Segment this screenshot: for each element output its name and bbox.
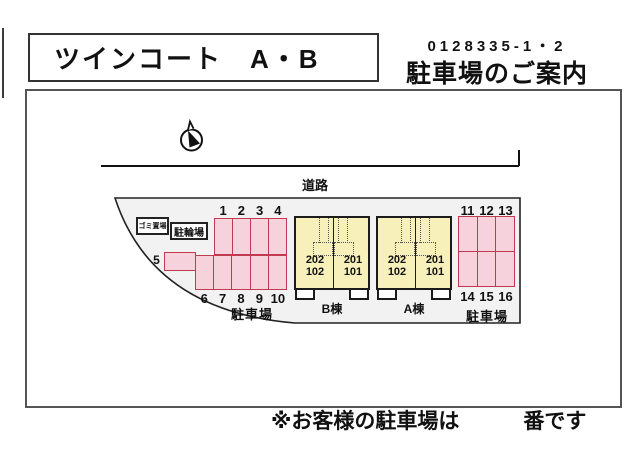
space-number-12: 12: [479, 203, 494, 218]
stair-icon: [395, 242, 415, 256]
unit-divider: [414, 218, 416, 288]
parking-space: [496, 217, 514, 251]
space-number-9: 9: [255, 291, 264, 306]
parking-block-1-4: [214, 218, 287, 255]
left-parking-bottom-numbers: 6 7 8 9 10: [195, 291, 287, 306]
building-a-label: A棟: [403, 302, 425, 316]
building-a: 202 102 201 101: [376, 216, 452, 290]
note-suffix: 番です: [523, 410, 587, 433]
garbage-area-label: ゴミ置場: [138, 223, 167, 230]
parking-space: [251, 256, 269, 289]
parking-space: [232, 256, 251, 289]
parking-space: [196, 256, 215, 289]
parking-space: [233, 219, 251, 254]
parking-space: [214, 256, 233, 289]
space-number-16: 16: [498, 289, 513, 304]
building-b: 202 102 201 101: [294, 216, 370, 290]
parking-space-5: [164, 252, 196, 271]
parking-space: [459, 217, 478, 251]
parking-space: [478, 217, 497, 251]
property-title-box: ツインコート A・B: [28, 33, 379, 82]
space-number-10: 10: [270, 291, 286, 306]
parking-space: [269, 256, 286, 289]
parking-space: [478, 252, 497, 286]
entrance-porch: [377, 290, 397, 300]
building-b-label: B棟: [321, 302, 343, 316]
property-code: 0128335-1・2: [427, 38, 567, 55]
road-end-tick: [518, 150, 520, 166]
unit-divider: [332, 218, 334, 288]
left-parking-top-numbers: 1 2 3 4: [214, 203, 287, 218]
parking-space: [269, 219, 286, 254]
bicycle-parking-box: 駐輪場: [170, 222, 208, 240]
parking-block-11-16: [458, 216, 515, 287]
parking-space: [459, 252, 478, 286]
unit-numbers-a-left: 202 102: [387, 254, 407, 278]
stair-icon: [338, 218, 348, 243]
note-prefix: ※お客様の駐車場は: [271, 410, 460, 433]
entrance-porch: [431, 290, 451, 300]
space-number-7: 7: [218, 291, 227, 306]
stair-icon: [319, 218, 329, 243]
road-label: 道路: [301, 178, 328, 193]
space-number-8: 8: [237, 291, 245, 306]
north-arrow-icon: [180, 118, 203, 152]
space-number-5: 5: [153, 253, 160, 267]
page-title: 駐車場のご案内: [405, 60, 588, 88]
stair-icon: [334, 242, 354, 256]
garbage-area-box: ゴミ置場: [136, 217, 169, 235]
stair-icon: [420, 218, 430, 243]
customer-note: ※お客様の駐車場は 番です: [271, 405, 586, 435]
parking-space: [496, 252, 514, 286]
parking-block-6-10: [195, 255, 287, 290]
space-number-1: 1: [219, 203, 227, 218]
space-number-6: 6: [200, 291, 208, 306]
unit-numbers-b-left: 202 102: [305, 254, 325, 278]
space-number-11: 11: [460, 203, 475, 218]
space-number-13: 13: [498, 203, 513, 218]
space-number-15: 15: [479, 289, 494, 304]
unit-numbers-b-right: 201 101: [343, 254, 363, 278]
parking-space: [251, 219, 269, 254]
stair-icon: [416, 242, 436, 256]
property-title: ツインコート A・B: [54, 44, 320, 74]
site-map: 道路 ゴミ置場 駐輪場 1 2 3 4 5: [25, 89, 622, 408]
bicycle-parking-label: 駐輪場: [174, 227, 204, 239]
space-number-3: 3: [256, 203, 264, 218]
scan-edge-artifact: [2, 28, 4, 98]
stair-icon: [313, 242, 333, 256]
entrance-porch: [295, 290, 315, 300]
stair-icon: [401, 218, 411, 243]
right-parking-label: 駐車場: [465, 309, 508, 324]
left-parking-label: 駐車場: [230, 307, 273, 322]
space-number-2: 2: [237, 203, 245, 218]
right-parking-bottom-numbers: 14 15 16: [458, 289, 515, 304]
space-number-14: 14: [460, 289, 475, 304]
parking-space: [215, 219, 233, 254]
right-parking-top-numbers: 11 12 13: [458, 203, 515, 218]
unit-numbers-a-right: 201 101: [425, 254, 445, 278]
road-line: [101, 165, 519, 167]
entrance-porch: [349, 290, 369, 300]
space-number-4: 4: [274, 203, 282, 218]
